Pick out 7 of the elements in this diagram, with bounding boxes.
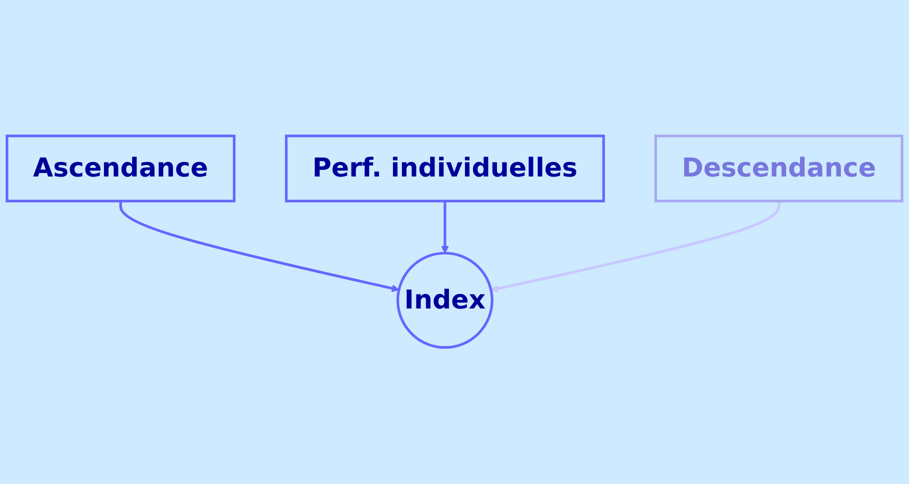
node-box: Perf. individuelles [284,134,605,203]
node-box: Descendance [654,134,904,203]
node-box: Ascendance [6,134,236,203]
arrow [119,201,400,292]
node-circle: Index [396,252,494,350]
arrow [490,201,780,293]
arrow [441,201,449,254]
